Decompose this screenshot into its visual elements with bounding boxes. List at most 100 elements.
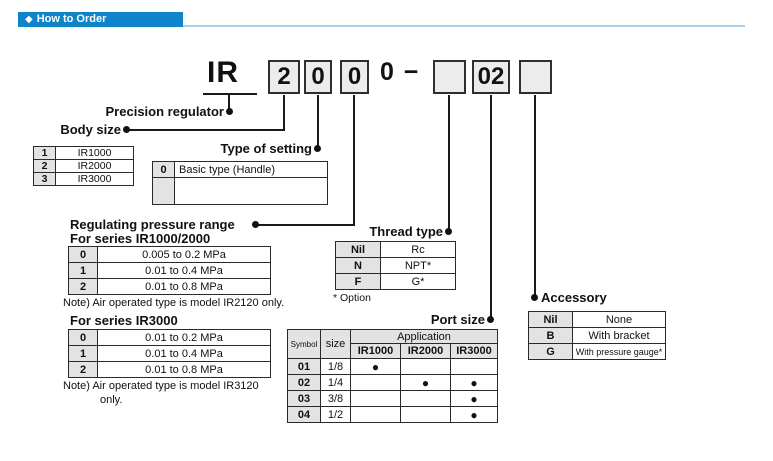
port-symbol: 02: [287, 374, 321, 391]
body-size-value: IR2000: [55, 159, 134, 173]
subtitle-ir1000-2000: For series IR1000/2000: [70, 231, 211, 246]
thread-footnote: * Option: [333, 292, 371, 304]
pressure-range-ir1000-2000-table: 0 0.005 to 0.2 MPa 1 0.01 to 0.4 MPa 2 0…: [68, 246, 271, 295]
table-row: 03 3/8 ●: [287, 390, 498, 407]
thread-symbol: Nil: [335, 241, 381, 258]
pressure-symbol: 1: [68, 345, 98, 362]
table-row: Symbol size Application: [287, 329, 498, 359]
leader-line-precision-regulator: [228, 95, 230, 111]
label-accessory: Accessory: [541, 290, 607, 305]
port-size-table: Symbol size Application IR1000 IR2000 IR…: [287, 329, 498, 423]
accessory-table: Nil None B With bracket G With pressure …: [528, 311, 666, 360]
bullet-body-size: [123, 126, 130, 133]
leader-line-port-size: [490, 95, 492, 320]
port-col-ir2000: IR2000: [400, 343, 451, 359]
accessory-value: With pressure gauge*: [572, 343, 666, 360]
port-symbol: 03: [287, 390, 321, 407]
model-box-body-size: 2: [268, 60, 300, 94]
model-prefix-underline: [203, 93, 257, 95]
table-row: 0 0.01 to 0.2 MPa: [68, 329, 271, 346]
table-row: G With pressure gauge*: [528, 343, 666, 360]
label-port-size: Port size: [430, 312, 485, 327]
leader-line-body-size-h: [126, 129, 285, 131]
model-separator: −: [403, 58, 419, 86]
accessory-symbol: B: [528, 327, 573, 344]
port-dot-ir3000: ●: [450, 390, 498, 407]
subtitle-ir3000: For series IR3000: [70, 313, 178, 328]
accessory-value: None: [572, 311, 666, 328]
table-row: 1 0.01 to 0.4 MPa: [68, 262, 271, 279]
label-type-of-setting: Type of setting: [220, 141, 312, 156]
port-dot-ir1000: [350, 406, 401, 423]
leader-line-pressure-range-h: [256, 224, 355, 226]
thread-value: G*: [380, 273, 456, 290]
port-size-value: 3/8: [320, 390, 351, 407]
pressure-symbol: 0: [68, 246, 98, 263]
type-of-setting-value: [174, 177, 328, 205]
accessory-value: With bracket: [572, 327, 666, 344]
port-application-header: Application: [350, 329, 498, 344]
leader-line-body-size-v: [283, 95, 285, 130]
pressure-symbol: 2: [68, 278, 98, 295]
body-size-symbol: 3: [33, 172, 56, 186]
pressure-value: 0.01 to 0.4 MPa: [97, 262, 271, 279]
type-of-setting-symbol: 0: [152, 161, 175, 178]
table-row: B With bracket: [528, 327, 666, 344]
table-row: 0 Basic type (Handle): [152, 161, 328, 178]
bullet-precision-regulator: [226, 108, 233, 115]
table-row: 2 IR2000: [33, 159, 134, 173]
header-rule: [18, 25, 745, 27]
thread-symbol: F: [335, 273, 381, 290]
port-col-ir3000: IR3000: [450, 343, 498, 359]
type-of-setting-table: 0 Basic type (Handle): [152, 161, 328, 205]
pressure-value: 0.005 to 0.2 MPa: [97, 246, 271, 263]
note-ir3120-line2: only.: [100, 394, 123, 406]
body-size-symbol: 1: [33, 146, 56, 160]
pressure-symbol: 2: [68, 361, 98, 378]
pressure-value: 0.01 to 0.4 MPa: [97, 345, 271, 362]
thread-value: Rc: [380, 241, 456, 258]
table-row: 2 0.01 to 0.8 MPa: [68, 361, 271, 378]
table-row: 3 IR3000: [33, 172, 134, 186]
bullet-thread-type: [445, 228, 452, 235]
table-row: 1 IR1000: [33, 146, 134, 160]
table-row: 02 1/4 ● ●: [287, 374, 498, 391]
label-thread-type: Thread type: [369, 224, 443, 239]
section-header: ◆How to Order: [18, 12, 183, 27]
port-symbol-header: Symbol: [287, 329, 321, 359]
table-row: 04 1/2 ●: [287, 406, 498, 423]
port-col-ir1000: IR1000: [350, 343, 401, 359]
pressure-value: 0.01 to 0.8 MPa: [97, 361, 271, 378]
port-dot-ir3000: [450, 358, 498, 375]
table-row: 01 1/8 ●: [287, 358, 498, 375]
port-size-value: 1/4: [320, 374, 351, 391]
model-prefix: IR: [207, 56, 239, 89]
label-regulating-pressure-range: Regulating pressure range: [70, 217, 235, 232]
body-size-symbol: 2: [33, 159, 56, 173]
accessory-symbol: G: [528, 343, 573, 360]
accessory-symbol: Nil: [528, 311, 573, 328]
bullet-type-of-setting: [314, 145, 321, 152]
bullet-port-size: [487, 316, 494, 323]
port-dot-ir2000: [400, 358, 451, 375]
table-row: 1 0.01 to 0.4 MPa: [68, 345, 271, 362]
model-box-type-of-setting: 0: [304, 60, 332, 94]
thread-symbol: N: [335, 257, 381, 274]
model-box-thread-type: [433, 60, 466, 94]
section-title: How to Order: [36, 13, 107, 25]
thread-type-table: Nil Rc N NPT* F G*: [335, 241, 456, 290]
port-dot-ir1000: [350, 374, 401, 391]
port-size-header: size: [320, 329, 351, 359]
model-box-accessory: [519, 60, 552, 94]
note-ir2120: Note) Air operated type is model IR2120 …: [63, 297, 285, 309]
table-row: 2 0.01 to 0.8 MPa: [68, 278, 271, 295]
type-of-setting-value: Basic type (Handle): [174, 161, 328, 178]
port-dot-ir2000: [400, 406, 451, 423]
pressure-range-ir3000-table: 0 0.01 to 0.2 MPa 1 0.01 to 0.4 MPa 2 0.…: [68, 329, 271, 378]
table-row: IR1000 IR2000 IR3000: [288, 343, 498, 359]
port-dot-ir3000: ●: [450, 374, 498, 391]
port-symbol: 04: [287, 406, 321, 423]
thread-value: NPT*: [380, 257, 456, 274]
port-dot-ir2000: [400, 390, 451, 407]
